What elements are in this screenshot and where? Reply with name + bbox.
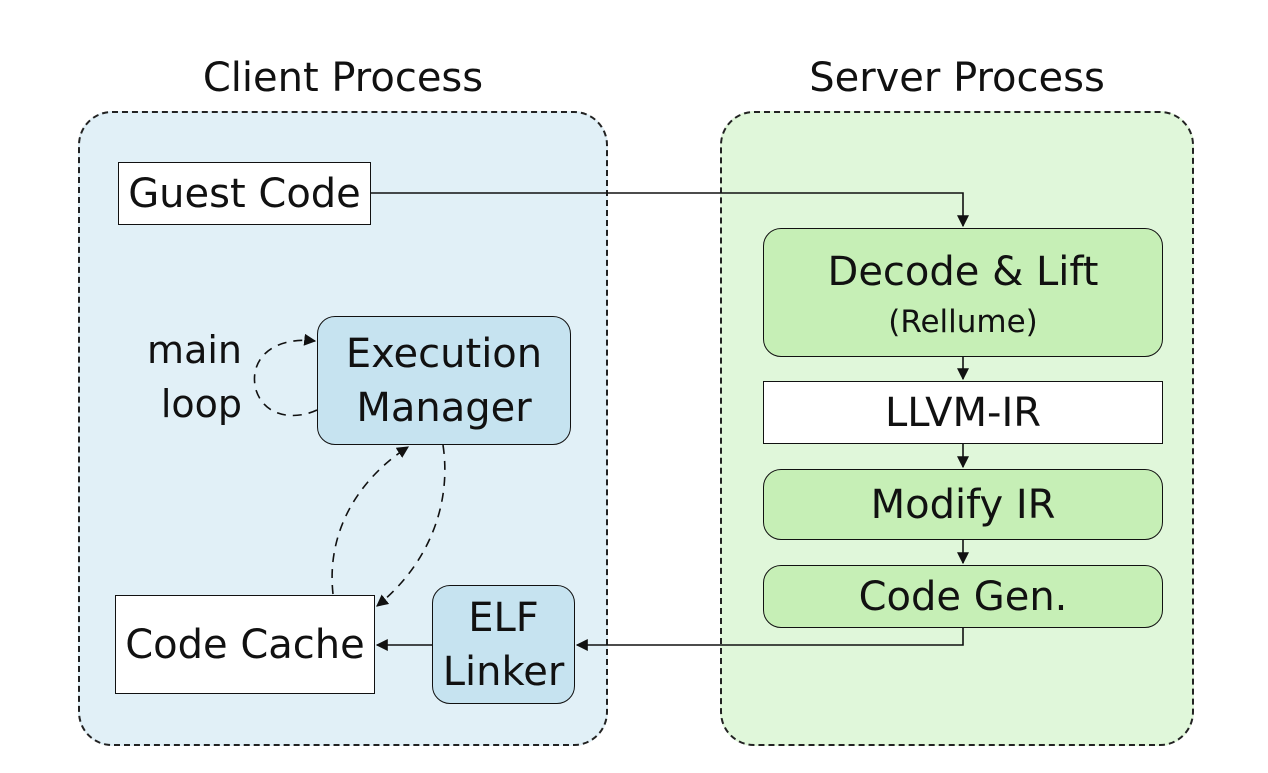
- execution-manager-box: Execution Manager: [317, 316, 571, 445]
- decode-lift-label: Decode & Lift: [827, 248, 1099, 295]
- arrow-guest-to-decode: [371, 192, 969, 228]
- main-loop-label-line2: loop: [160, 382, 242, 426]
- client-process-title: Client Process: [202, 55, 484, 101]
- code-cache-label: Code Cache: [125, 621, 365, 668]
- llvm-ir-label: LLVM-IR: [884, 389, 1042, 436]
- arrow-exec-to-cache: [376, 444, 446, 607]
- llvm-ir-box: LLVM-IR: [763, 381, 1163, 444]
- main-loop-label-line1: main: [147, 328, 242, 372]
- modify-ir-label: Modify IR: [870, 481, 1056, 528]
- elf-linker-label-line2: Linker: [442, 648, 565, 695]
- arrow-main-loop: [253, 333, 318, 417]
- rellume-label: (Rellume): [888, 303, 1038, 340]
- elf-linker-box: ELF Linker: [432, 585, 575, 704]
- code-gen-box: Code Gen.: [763, 565, 1163, 628]
- modify-ir-box: Modify IR: [763, 469, 1163, 540]
- code-cache-box: Code Cache: [115, 595, 375, 694]
- decode-lift-box: Decode & Lift (Rellume): [763, 228, 1163, 357]
- main-loop-label: main loop: [130, 323, 242, 431]
- guest-code-label: Guest Code: [128, 170, 361, 217]
- code-gen-label: Code Gen.: [858, 573, 1068, 620]
- arrow-cache-to-exec: [331, 446, 410, 595]
- arrow-codegen-to-elf: [575, 628, 964, 651]
- elf-linker-label-line1: ELF: [468, 594, 539, 641]
- server-process-title: Server Process: [809, 55, 1105, 101]
- guest-code-box: Guest Code: [118, 162, 371, 225]
- execution-manager-label-line1: Execution: [345, 330, 543, 377]
- execution-manager-label-line2: Manager: [356, 384, 532, 431]
